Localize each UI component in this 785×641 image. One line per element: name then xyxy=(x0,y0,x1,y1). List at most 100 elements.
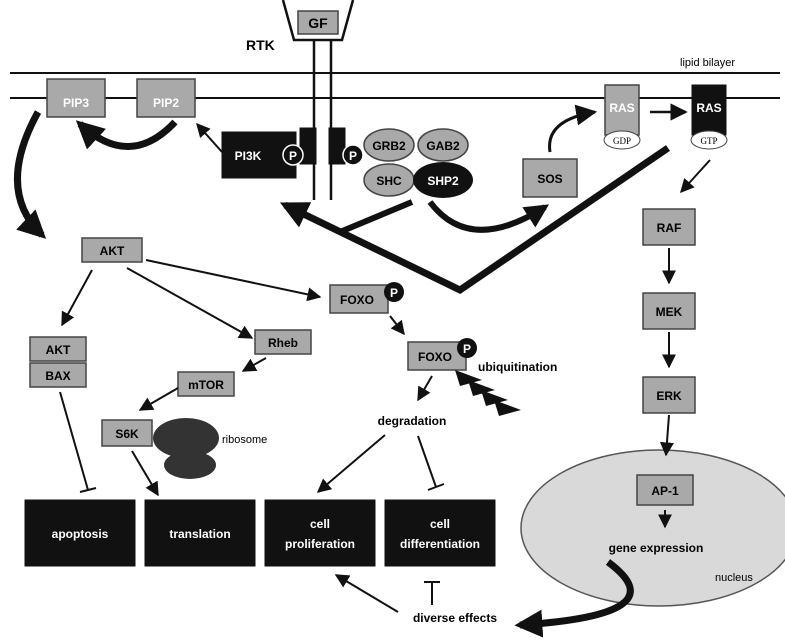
pip2-label: PIP2 xyxy=(153,96,179,110)
svg-text:AKT: AKT xyxy=(46,343,71,357)
pip2-to-pip3-arrow xyxy=(75,119,178,150)
grb2: GRB2 xyxy=(363,128,415,162)
shp2-to-pi3k-branch xyxy=(338,199,414,235)
foxo-ubiquitinated: FOXO P xyxy=(407,338,477,371)
svg-text:FOXO: FOXO xyxy=(418,350,452,364)
svg-text:RAF: RAF xyxy=(657,221,682,235)
degradation-label: degradation xyxy=(378,414,447,428)
rheb: Rheb xyxy=(254,329,312,355)
svg-text:FOXO: FOXO xyxy=(340,293,374,307)
mtor-to-s6k-arrow xyxy=(138,387,179,411)
gene-expression-to-diverse-effects-arrow xyxy=(514,559,634,638)
mek: MEK xyxy=(642,292,696,330)
foxo-to-degradation-arrow xyxy=(417,375,433,402)
ras-to-raf-arrow xyxy=(680,159,711,194)
pi3k: PI3K P xyxy=(221,131,304,179)
s6k: S6K xyxy=(101,419,153,447)
svg-text:apoptosis: apoptosis xyxy=(52,527,109,541)
nucleus: nucleus xyxy=(520,449,785,607)
apoptosis-box: apoptosis xyxy=(24,499,136,567)
svg-text:Rheb: Rheb xyxy=(268,336,298,350)
cell-proliferation-box: cell proliferation xyxy=(264,499,376,567)
ras-to-pi3k-v-arrow xyxy=(279,145,670,295)
shc: SHC xyxy=(363,163,415,197)
ubiquitination-label: ubiquitination xyxy=(478,360,557,374)
svg-text:SHP2: SHP2 xyxy=(427,174,459,188)
shp2-to-sos-arrow xyxy=(427,200,550,233)
gab2: GAB2 xyxy=(417,128,469,162)
erk-to-ap1-arrow xyxy=(659,414,674,457)
ap1: AP-1 xyxy=(636,474,694,506)
s6k-to-translation-arrow xyxy=(131,450,159,497)
pip3-to-akt-arrow xyxy=(14,110,47,239)
svg-text:MEK: MEK xyxy=(656,305,683,319)
lipid-bilayer: lipid bilayer xyxy=(10,57,780,99)
akt: AKT xyxy=(81,237,143,263)
sos-to-ras-arrow xyxy=(548,104,598,153)
akt-bax-complex: AKT BAX xyxy=(29,336,87,388)
diverse-effects-label: diverse effects xyxy=(413,611,497,625)
svg-text:RAS: RAS xyxy=(609,101,634,115)
gene-expression-label: gene expression xyxy=(609,541,704,555)
svg-text:differentiation: differentiation xyxy=(400,537,480,551)
rtk-tm-right xyxy=(328,127,346,165)
cell-differentiation-box: cell differentiation xyxy=(384,499,496,567)
lipid-bilayer-label: lipid bilayer xyxy=(680,57,735,69)
bax-inhibits-apoptosis xyxy=(59,391,89,491)
svg-text:GAB2: GAB2 xyxy=(426,139,460,153)
svg-text:ERK: ERK xyxy=(656,389,682,403)
pip2: PIP2 xyxy=(136,78,196,118)
raf: RAF xyxy=(642,208,696,246)
degradation-inhibits-differentiation xyxy=(417,435,437,488)
foxo-phospho: FOXO P xyxy=(329,282,404,314)
svg-text:cell: cell xyxy=(310,517,330,531)
diverse-effects-to-proliferation-arrow xyxy=(334,574,399,613)
gf-box xyxy=(297,10,339,35)
rheb-to-mtor-arrow xyxy=(241,357,267,372)
akt-to-akt-bax-arrow xyxy=(61,269,93,327)
ribosome: ribosome xyxy=(153,418,267,479)
ras-gtp: RAS GTP xyxy=(690,84,728,150)
degradation-to-proliferation-arrow xyxy=(316,434,386,493)
p-badge-rtk: P xyxy=(342,144,364,166)
svg-text:GRB2: GRB2 xyxy=(372,139,406,153)
ribosome-label: ribosome xyxy=(222,434,267,446)
svg-text:AP-1: AP-1 xyxy=(651,484,679,498)
svg-text:SOS: SOS xyxy=(537,172,562,186)
svg-text:GTP: GTP xyxy=(700,136,717,146)
sos: SOS xyxy=(522,158,578,198)
akt-to-foxo-arrow xyxy=(145,259,322,302)
nucleus-label: nucleus xyxy=(715,572,753,584)
pip3-label: PIP3 xyxy=(63,96,89,110)
svg-text:AKT: AKT xyxy=(100,244,125,258)
pi3k-to-pip2-arrow xyxy=(196,122,223,153)
shp2: SHP2 xyxy=(413,162,473,198)
svg-text:S6K: S6K xyxy=(115,427,139,441)
mtor: mTOR xyxy=(177,371,235,397)
erk: ERK xyxy=(642,376,696,414)
receptor: GF RTK xyxy=(246,0,355,200)
svg-text:P: P xyxy=(349,149,357,163)
svg-text:cell: cell xyxy=(430,517,450,531)
svg-text:translation: translation xyxy=(169,527,230,541)
svg-text:mTOR: mTOR xyxy=(188,378,224,392)
ubiquitin-chain xyxy=(455,370,521,416)
translation-box: translation xyxy=(144,499,256,567)
pi3k-label: PI3K xyxy=(235,149,262,163)
svg-text:proliferation: proliferation xyxy=(285,537,355,551)
pip3: PIP3 xyxy=(46,78,106,118)
p-badge-pi3k: P xyxy=(289,149,297,163)
akt-to-rheb-arrow xyxy=(126,267,254,339)
gf-label: GF xyxy=(308,15,328,31)
svg-text:RAS: RAS xyxy=(696,101,721,115)
ras-gdp: RAS GDP xyxy=(603,84,641,150)
rtk-label: RTK xyxy=(246,37,275,53)
rtk-tm-left xyxy=(299,127,317,165)
svg-text:P: P xyxy=(390,286,398,300)
svg-text:GDP: GDP xyxy=(613,136,631,146)
svg-text:BAX: BAX xyxy=(45,369,70,383)
svg-text:P: P xyxy=(463,342,471,356)
foxo-to-foxo-ubiq-arrow xyxy=(389,315,405,336)
svg-text:SHC: SHC xyxy=(376,174,402,188)
